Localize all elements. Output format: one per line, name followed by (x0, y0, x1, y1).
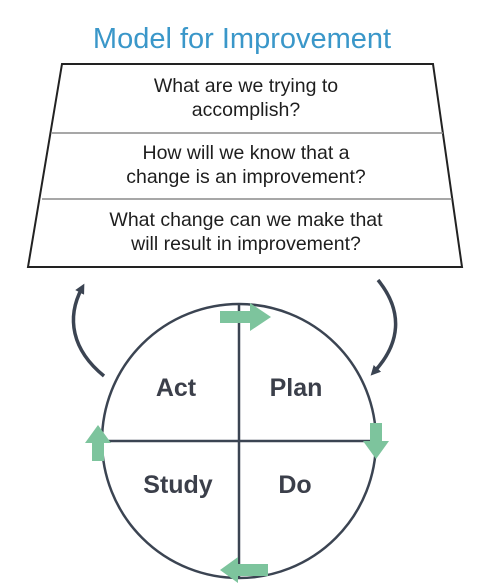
quadrant-study-label: Study (143, 471, 213, 499)
question-2-line-2: change is an improvement? (126, 166, 366, 188)
arrow-left-icon (220, 557, 268, 583)
arrow-right-icon (220, 303, 271, 331)
quadrant-do-label: Do (278, 471, 311, 499)
curved-arrow-left-icon (71, 283, 106, 378)
arrow-down-icon (363, 423, 389, 459)
questions-trapezoid (26, 63, 464, 268)
quadrant-plan-label: Plan (270, 374, 323, 402)
question-3-line-2: will result in improvement? (130, 233, 361, 255)
curved-arrow-right-icon (370, 278, 398, 376)
question-2-line-1: How will we know that a (143, 142, 350, 164)
diagram-title: Model for Improvement (93, 23, 391, 55)
question-3-line-1: What change can we make that (109, 209, 383, 231)
question-1-line-2: accomplish? (192, 99, 301, 121)
quadrant-act-label: Act (156, 374, 197, 402)
arrow-up-icon (85, 425, 111, 461)
pdsa-cycle: Act Plan Study Do (85, 302, 389, 583)
questions-box: What are we trying to accomplish? How wi… (26, 63, 464, 268)
question-1-line-1: What are we trying to (154, 75, 338, 97)
